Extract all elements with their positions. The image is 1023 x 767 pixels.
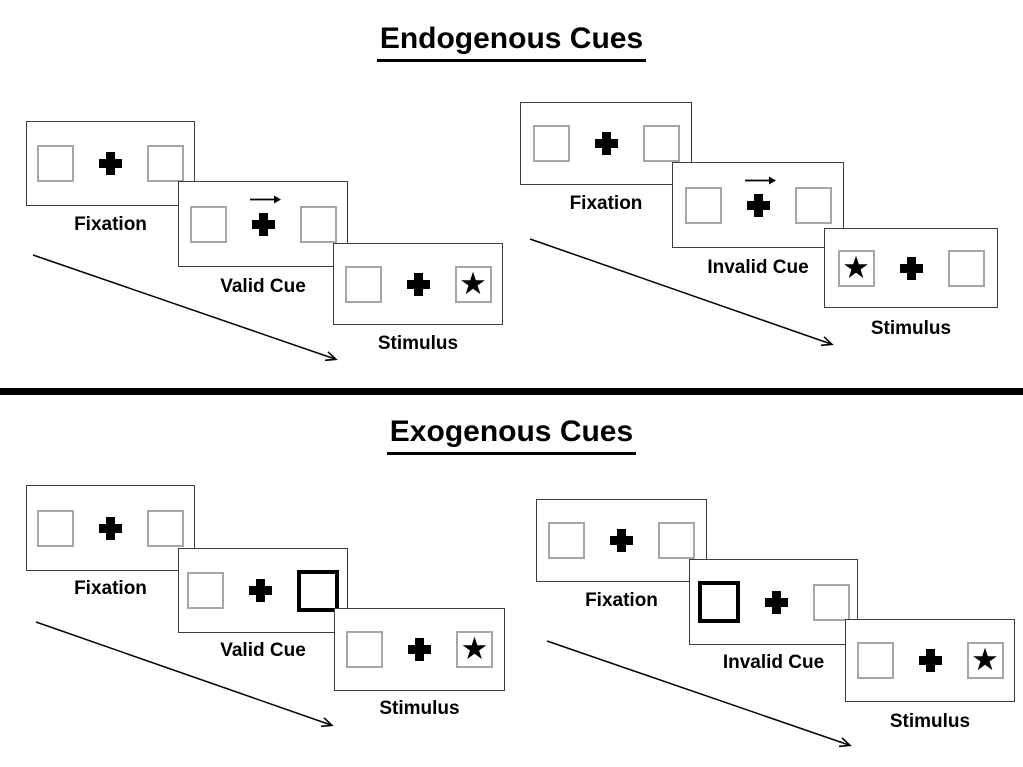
cue-arrow-right-icon [249, 195, 281, 203]
left-box [37, 509, 74, 547]
left-box [346, 631, 383, 668]
panel-label: Fixation [74, 214, 147, 235]
left-box [548, 522, 585, 559]
panel-valid-cue [178, 548, 348, 633]
cue-arrow-right-icon [744, 176, 776, 184]
panel-label: Invalid Cue [707, 257, 809, 278]
left-box [344, 265, 382, 303]
right-box [147, 145, 184, 182]
fixation-cross-icon [99, 152, 122, 175]
left-box [856, 642, 894, 679]
right-box [947, 249, 985, 287]
right-box: ★ [966, 642, 1004, 679]
panel-invalid-cue [689, 559, 858, 645]
panel-label: Invalid Cue [722, 652, 825, 673]
right-box: ★ [454, 265, 492, 303]
left-box: ★ [837, 249, 875, 287]
fixation-cross-icon [594, 132, 618, 155]
right-box [642, 125, 680, 162]
panel-label: Stimulus [377, 333, 459, 354]
left-box [532, 125, 570, 162]
right-box [147, 509, 184, 547]
right-box [794, 186, 832, 224]
panel-label: Fixation [585, 590, 658, 611]
right-box [299, 205, 337, 243]
panel-fixation [520, 102, 692, 185]
right-box: ★ [456, 631, 493, 668]
panel-invalid-cue [672, 162, 844, 248]
panel-label: Stimulus [870, 318, 952, 339]
panel-stimulus: ★ [334, 608, 505, 691]
panel-label: Valid Cue [220, 640, 306, 661]
right-box [812, 583, 850, 621]
star-icon: ★ [459, 265, 487, 301]
right-box-highlighted [297, 569, 339, 612]
section-divider [0, 388, 1023, 395]
fixation-cross-icon [99, 516, 122, 540]
panel-label: Fixation [569, 193, 643, 214]
panel-stimulus: ★ [333, 243, 503, 325]
panel-label: Stimulus [889, 711, 971, 732]
section-title-text: Exogenous Cues [386, 415, 637, 455]
fixation-cross-icon [764, 590, 788, 614]
left-box [37, 145, 74, 182]
time-arrow-endogenous-valid [32, 254, 335, 359]
fixation-cross-icon [249, 579, 272, 602]
star-icon: ★ [842, 249, 870, 285]
exogenous-section-title: Exogenous Cues [0, 415, 1023, 455]
left-box [187, 572, 224, 609]
left-box [684, 186, 722, 224]
star-icon: ★ [460, 631, 489, 666]
panel-label: Valid Cue [220, 276, 306, 297]
left-box-highlighted [697, 581, 740, 623]
panel-fixation [26, 485, 195, 571]
panel-label: Stimulus [379, 698, 460, 719]
fixation-cross-icon [408, 638, 431, 661]
panel-label: Fixation [74, 578, 147, 599]
section-title-text: Endogenous Cues [376, 22, 647, 62]
panel-fixation [536, 499, 707, 582]
fixation-cross-icon [610, 529, 633, 552]
fixation-cross-icon [744, 176, 776, 217]
panel-stimulus: ★ [824, 228, 998, 308]
time-arrow-endogenous-invalid [529, 238, 831, 344]
time-arrow-exogenous-valid [35, 621, 331, 725]
fixation-cross-icon [406, 272, 430, 296]
star-icon: ★ [971, 642, 999, 677]
left-box [189, 205, 227, 243]
fixation-cross-icon [918, 649, 942, 672]
fixation-cross-icon [899, 256, 923, 280]
panel-fixation [26, 121, 195, 206]
fixation-cross-icon [249, 195, 281, 236]
endogenous-section-title: Endogenous Cues [0, 22, 1023, 62]
panel-stimulus: ★ [845, 619, 1015, 702]
right-box [658, 522, 695, 559]
panel-valid-cue [178, 181, 348, 267]
